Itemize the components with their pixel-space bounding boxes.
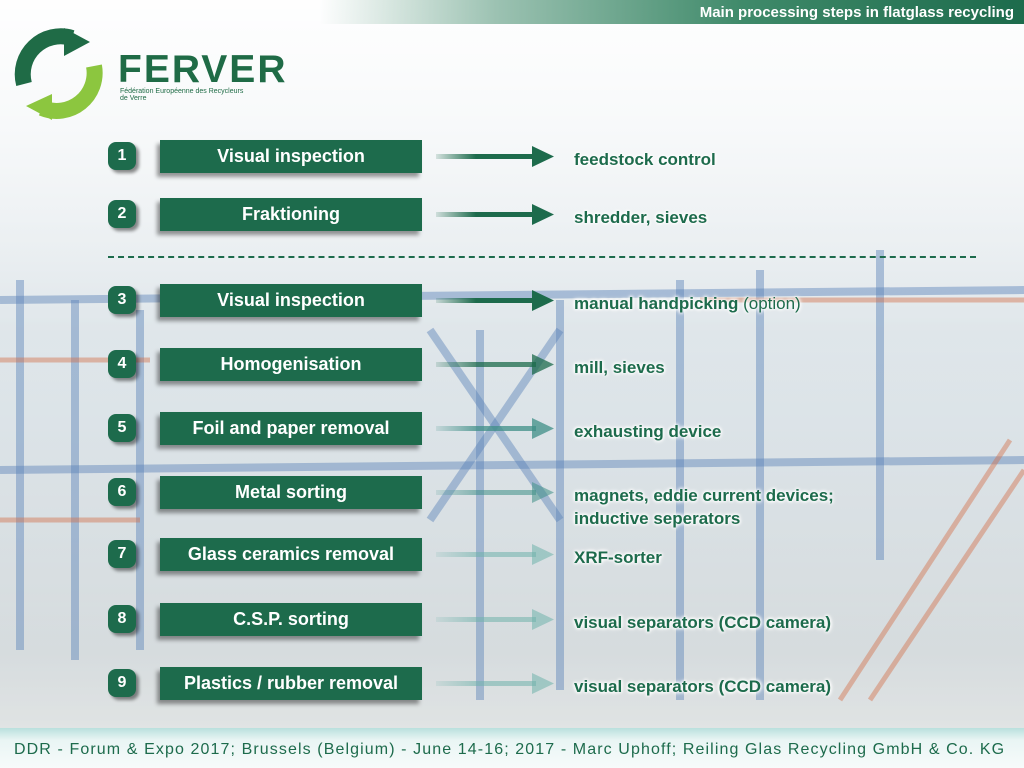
logo-subtitle: Fédération Européenne des Recycleurs de … bbox=[120, 88, 244, 102]
step-result-text: exhausting device bbox=[574, 422, 722, 441]
step-result-text: feedstock control bbox=[574, 150, 716, 169]
step-label: Visual inspection bbox=[160, 140, 422, 173]
step-result-note: (option) bbox=[738, 294, 801, 313]
step-row: 8 C.S.P. sorting visual separators (CCD … bbox=[0, 603, 1024, 643]
footer: DDR - Forum & Expo 2017; Brussels (Belgi… bbox=[0, 728, 1024, 768]
step-result: mill, sieves bbox=[574, 356, 665, 379]
step-result-text: magnets, eddie current devices; bbox=[574, 486, 834, 505]
arrow-right-icon bbox=[436, 609, 554, 630]
step-number-badge: 9 bbox=[108, 669, 136, 697]
step-number-badge: 8 bbox=[108, 605, 136, 633]
step-row: 6 Metal sorting magnets, eddie current d… bbox=[0, 476, 1024, 528]
ferver-logo: FERVER Fédération Européenne des Recycle… bbox=[12, 28, 286, 120]
header-bar: Main processing steps in flatglass recyc… bbox=[320, 0, 1024, 24]
arrow-right-icon bbox=[436, 544, 554, 565]
logo-wordmark: FERVER bbox=[118, 48, 288, 91]
step-row: 5 Foil and paper removal exhausting devi… bbox=[0, 412, 1024, 452]
step-number-badge: 4 bbox=[108, 350, 136, 378]
step-result: shredder, sieves bbox=[574, 206, 707, 229]
step-result-text: shredder, sieves bbox=[574, 208, 708, 227]
arrow-right-icon bbox=[436, 290, 554, 311]
step-result: XRF-sorter bbox=[574, 546, 662, 569]
arrow-right-icon bbox=[436, 673, 554, 694]
step-label: Plastics / rubber removal bbox=[160, 667, 422, 700]
step-row: 4 Homogenisation mill, sieves bbox=[0, 348, 1024, 388]
step-label: Foil and paper removal bbox=[160, 412, 422, 445]
step-label: Glass ceramics removal bbox=[160, 538, 422, 571]
step-label: Metal sorting bbox=[160, 476, 422, 509]
step-result: visual separators (CCD camera) bbox=[574, 611, 831, 634]
step-result-text: visual separators (CCD camera) bbox=[574, 613, 832, 632]
step-number-badge: 5 bbox=[108, 414, 136, 442]
step-label: Fraktioning bbox=[160, 198, 422, 231]
step-number-badge: 6 bbox=[108, 478, 136, 506]
slide-title: Main processing steps in flatglass recyc… bbox=[699, 4, 1014, 21]
step-result-text: XRF-sorter bbox=[574, 548, 662, 567]
step-number-badge: 3 bbox=[108, 286, 136, 314]
arrow-right-icon bbox=[436, 204, 554, 225]
step-result: feedstock control bbox=[574, 148, 716, 171]
step-number-badge: 7 bbox=[108, 540, 136, 568]
recycle-arrows-icon bbox=[14, 28, 103, 120]
step-result-line2: inductive seperators bbox=[574, 509, 741, 528]
step-result-text: manual handpicking bbox=[574, 294, 739, 313]
section-divider bbox=[108, 256, 976, 258]
arrow-right-icon bbox=[436, 354, 554, 375]
step-row: 3 Visual inspection manual handpicking (… bbox=[0, 284, 1024, 324]
step-result: visual separators (CCD camera) bbox=[574, 675, 831, 698]
step-row: 7 Glass ceramics removal XRF-sorter bbox=[0, 538, 1024, 578]
step-row: 2 Fraktioning shredder, sieves bbox=[0, 198, 1024, 238]
step-result-text: mill, sieves bbox=[574, 358, 665, 377]
step-result: manual handpicking (option) bbox=[574, 292, 801, 315]
step-label: C.S.P. sorting bbox=[160, 603, 422, 636]
arrow-right-icon bbox=[436, 482, 554, 503]
step-label: Homogenisation bbox=[160, 348, 422, 381]
step-number-badge: 1 bbox=[108, 142, 136, 170]
footer-text: DDR - Forum & Expo 2017; Brussels (Belgi… bbox=[14, 741, 1006, 758]
arrow-right-icon bbox=[436, 418, 554, 439]
step-result: exhausting device bbox=[574, 420, 721, 443]
step-number-badge: 2 bbox=[108, 200, 136, 228]
step-row: 9 Plastics / rubber removal visual separ… bbox=[0, 667, 1024, 707]
step-row: 1 Visual inspection feedstock control bbox=[0, 140, 1024, 180]
step-result-text: visual separators (CCD camera) bbox=[574, 677, 832, 696]
step-result: magnets, eddie current devices; inductive… bbox=[574, 484, 834, 530]
arrow-right-icon bbox=[436, 146, 554, 167]
step-label: Visual inspection bbox=[160, 284, 422, 317]
